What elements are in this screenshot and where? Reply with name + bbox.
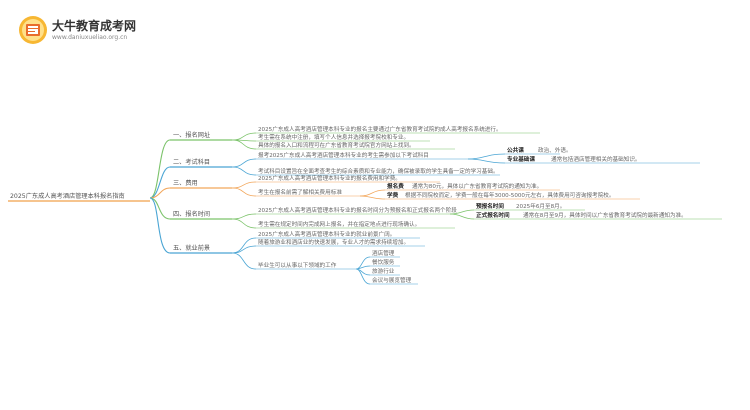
subject-text: 政治、外语。 [538, 146, 572, 154]
branch-5-item: 毕业生可以从事以下领域的工作 [258, 261, 337, 269]
branch-3-label: 三、费用 [173, 179, 198, 187]
branch-3-link [359, 189, 386, 197]
subject-key: 专业基础课 [507, 155, 535, 163]
site-logo[interactable]: 大牛教育成考网 www.daniuxueliao.org.cn [18, 15, 136, 47]
logo-title: 大牛教育成考网 [52, 19, 137, 33]
job-item: 会议与展览管理 [372, 276, 412, 284]
branch-3-link [231, 187, 257, 197]
connector-3 [149, 187, 171, 199]
fee-text: 通常为80元，具体以广东省教育考试院的通知为准。 [412, 182, 542, 190]
branch-2: 二、考试科目 报考2025广东成人高考酒店管理本科专业的考生需参加以下考试科目 … [170, 146, 700, 176]
branch-1-item: 具体的报名入口和流程可在广东省教育考试院官方网站上找到。 [258, 141, 415, 149]
branch-4-link [449, 213, 475, 220]
branch-5-item: 随着旅游业和酒店业的快速发展，专业人才的需求持续增加。 [258, 238, 409, 246]
time-text: 2025年6月至8月。 [516, 202, 565, 210]
time-key: 正式报名时间 [476, 211, 510, 219]
branch-2-links [231, 153, 506, 176]
connector-5 [149, 197, 171, 254]
branch-5-link [355, 265, 371, 270]
time-text: 通常在8月至9月，具体时间以广东省教育考试院的最新通知为准。 [523, 211, 687, 219]
branch-2-link [231, 166, 257, 176]
branch-3-item: 考生在报名前需了解相关费用标准 [258, 188, 342, 196]
job-item: 旅游行业 [372, 267, 395, 275]
branch-4-link [231, 218, 257, 229]
branch-1-item: 考生需在系统中注册，填写个人信息并选择报考院校和专业。 [258, 133, 409, 141]
branch-2-label: 二、考试科目 [173, 158, 210, 166]
branch-3-links [231, 181, 386, 200]
fee-key: 报名费 [387, 182, 404, 190]
root-node: 2025广东成人高考酒店管理本科报名指南 [8, 192, 150, 202]
branch-1-label: 一、报名网址 [173, 131, 210, 139]
fee-text: 根据不同院校而定，学费一般在每年3000-5000元左右，具体费用可咨询报考院校… [405, 191, 615, 199]
branch-5-label: 五、就业前景 [173, 244, 210, 252]
subject-text: 通常包括酒店管理相关的基础知识。 [551, 155, 641, 163]
branch-5-item: 2025广东成人高考酒店管理本科专业的就业前景广阔。 [258, 230, 395, 238]
branch-2-link [467, 158, 506, 164]
branch-5-links [231, 237, 371, 285]
branch-3-item: 2025广东成人高考酒店管理本科专业的报名费用和学费。 [258, 174, 401, 182]
branch-5-link [231, 252, 257, 270]
branch-5: 五、就业前景 2025广东成人高考酒店管理本科专业的就业前景广阔。 随着旅游业和… [170, 230, 425, 285]
branch-2-item: 报考2025广东成人高考酒店管理本科专业的考生需参加以下考试科目 [258, 151, 429, 159]
connector-2 [149, 166, 171, 199]
connector-1 [149, 139, 171, 199]
branch-2-link [467, 153, 506, 160]
branch-5-link [355, 268, 371, 285]
job-item: 餐饮服务 [372, 258, 395, 266]
branch-5-link [231, 237, 257, 254]
branch-1-links [231, 132, 257, 150]
branch-4-item: 2025广东成人高考酒店管理本科专业的报名时间分为预报名和正式报名两个阶段 [258, 206, 457, 214]
branch-1-link [231, 132, 257, 141]
job-item: 酒店管理 [372, 249, 395, 257]
branch-3: 三、费用 2025广东成人高考酒店管理本科专业的报名费用和学费。 考生在报名前需… [170, 174, 640, 200]
subject-key: 公共课 [507, 146, 524, 154]
root-connectors [149, 139, 171, 254]
branch-1: 一、报名网址 2025广东成人高考酒店管理本科专业的报名主要通过广东省教育考试院… [170, 125, 540, 150]
branch-3-link [359, 195, 386, 200]
branch-3-link [231, 181, 257, 189]
branch-4-link [231, 213, 257, 220]
branch-1-item: 2025广东成人高考酒店管理本科专业的报名主要通过广东省教育考试院的成人高考报名… [258, 125, 502, 133]
book-badge-icon [19, 16, 47, 44]
branch-4-links [231, 209, 475, 229]
root-label: 2025广东成人高考酒店管理本科报名指南 [10, 192, 125, 200]
branch-4-label: 四、报名时间 [173, 210, 210, 218]
logo-url: www.daniuxueliao.org.cn [52, 34, 128, 41]
branch-2-link [231, 158, 257, 168]
branch-1-link [231, 139, 257, 150]
branch-2-item: 考试科目设置旨在全面考查考生的综合素质和专业能力，确保被录取的学生具备一定的学习… [258, 167, 499, 175]
time-key: 预报名时间 [476, 202, 504, 210]
branch-4-item: 考生需在规定时间内完成网上报名，并在指定地点进行现场确认。 [258, 220, 420, 228]
branch-5-link [231, 245, 257, 254]
fee-key: 学费 [387, 191, 399, 199]
branch-4: 四、报名时间 2025广东成人高考酒店管理本科专业的报名时间分为预报名和正式报名… [170, 202, 722, 229]
